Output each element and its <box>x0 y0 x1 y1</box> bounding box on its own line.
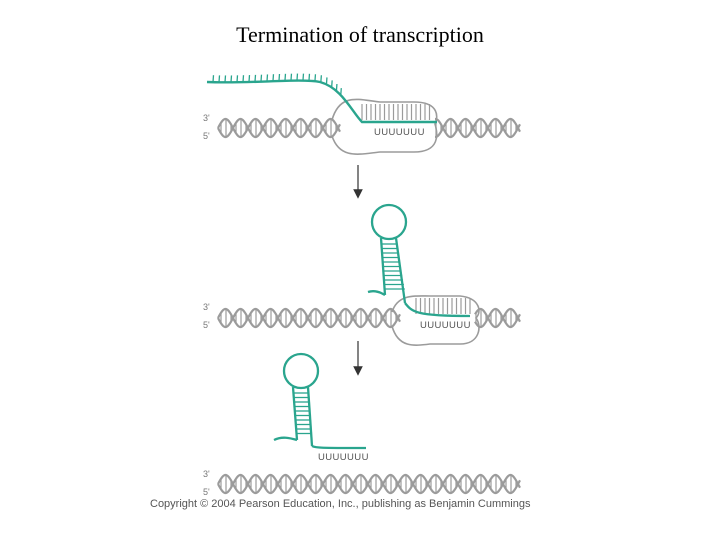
label-3-prime-2: 3' <box>203 302 210 312</box>
hairpin-loop-3 <box>282 352 320 390</box>
u-sequence-1: UUUUUUU <box>374 127 425 138</box>
label-3-prime-3: 3' <box>203 469 210 479</box>
copyright-notice: Copyright © 2004 Pearson Education, Inc.… <box>150 498 531 510</box>
rna-hairpin-2 <box>367 203 471 318</box>
stage-3-rna-released: 3' 5' UUUUUUU <box>203 352 521 497</box>
label-3-prime-1: 3' <box>203 113 210 123</box>
hairpin-stem-bases <box>381 243 405 290</box>
u-sequence-2: UUUUUUU <box>420 320 471 331</box>
transcription-bubble-2 <box>391 295 480 346</box>
dna-double-helix <box>217 307 521 329</box>
transcription-bubble-1 <box>331 98 438 155</box>
template-rungs-1 <box>361 104 431 120</box>
dna-double-helix <box>217 117 521 139</box>
label-5-prime-1: 5' <box>203 131 210 141</box>
mrna-strand-1 <box>206 79 437 124</box>
dna-double-helix <box>217 473 521 495</box>
label-5-prime-3: 5' <box>203 487 210 497</box>
stage-2-hairpin-forms: 3' 5' UUUUUUU <box>203 203 521 346</box>
stage-1-elongating-rna: 3' 5' UUUUUUU <box>203 73 521 155</box>
template-rungs-2 <box>415 298 471 314</box>
released-rna-hairpin <box>273 352 367 450</box>
u-sequence-3: UUUUUUU <box>318 452 369 463</box>
hairpin-stem-bases <box>293 392 312 435</box>
label-5-prime-2: 5' <box>203 320 210 330</box>
dna-helix-1 <box>217 98 521 155</box>
mrna-bases-1 <box>212 73 342 96</box>
hairpin-loop-2 <box>370 203 408 241</box>
diagram-title: Termination of transcription <box>236 22 484 47</box>
